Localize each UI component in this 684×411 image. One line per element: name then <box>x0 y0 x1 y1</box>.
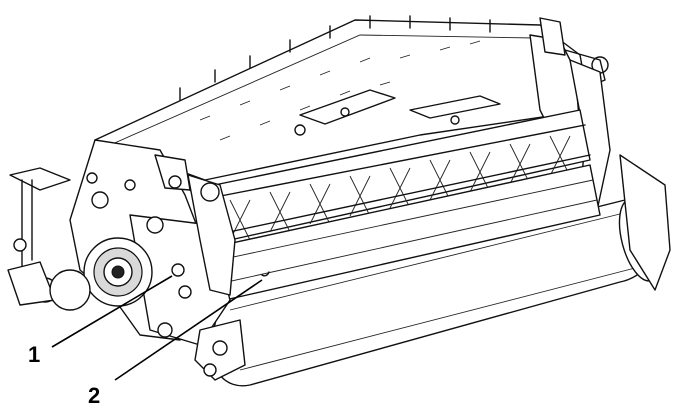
reel <box>199 164 601 301</box>
roller <box>211 154 671 387</box>
roller-bracket-front <box>194 319 246 381</box>
top-cover <box>94 15 591 181</box>
callout-1-label: 1 <box>28 342 40 367</box>
side-plate-left <box>7 139 231 346</box>
front-bracket-left <box>154 154 236 296</box>
callout-2-label: 2 <box>88 383 100 408</box>
callout-1-leader <box>51 275 173 348</box>
callout-2-leader <box>114 279 263 381</box>
